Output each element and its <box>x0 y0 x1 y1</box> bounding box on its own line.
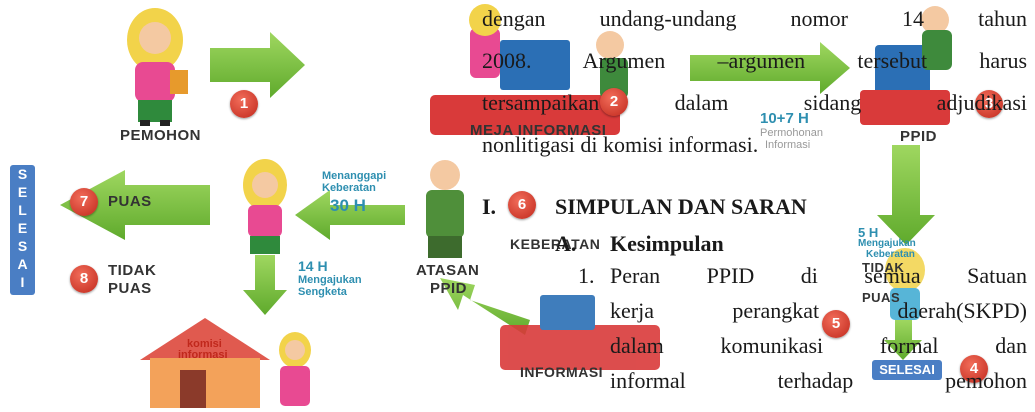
mengajukan-note-1: Mengajukan <box>858 238 916 249</box>
menanggapi-note-2: Keberatan <box>322 182 376 194</box>
selesai-letter: E <box>17 184 28 200</box>
step-badge-4: 4 <box>960 355 988 383</box>
arrow-left-atasan-icon <box>295 190 405 240</box>
item-line-1: Peran PPID di semua Satuan <box>610 263 1027 288</box>
keberatan-label: KEBERATAN <box>510 236 601 252</box>
ppid-figure-icon <box>860 6 952 125</box>
step-badge-7: 7 <box>70 188 98 216</box>
section-heading: SIMPULAN DAN SARAN <box>555 194 807 219</box>
selesai-letter: A <box>17 256 28 272</box>
arrow-down-icon <box>877 145 935 245</box>
doc-line-2: 2008. Argumen –argumen tersebut harus <box>482 48 1027 73</box>
arrow-left-puas-icon <box>60 170 210 240</box>
step-badge-6: 6 <box>508 191 536 219</box>
selesai-letter: S <box>17 238 28 254</box>
mengajukan-note-2: Keberatan <box>866 249 915 260</box>
komisi-sign-1: komisi <box>187 338 222 350</box>
menanggapi-note-1: Menanggapi <box>322 170 387 182</box>
sengketa-note-2: Sengketa <box>298 286 347 298</box>
mengajukan-days: 5 H <box>858 225 879 240</box>
menanggapi-days: 30 H <box>330 196 366 215</box>
pemohon-decision-figure-icon <box>243 159 287 254</box>
sengketa-days: 14 H <box>298 258 328 274</box>
pemohon-right-figure-icon <box>885 248 925 320</box>
item-line-4: informal terhadap pemohon <box>610 368 1027 393</box>
ppid-days: 10+7 H <box>760 110 809 127</box>
selesai-vertical-badge: S E L E S A I <box>10 165 35 295</box>
step-badge-5: 5 <box>822 310 850 338</box>
doc-line-4: nonlitigasi di komisi informasi. <box>482 132 759 157</box>
item-line-3: dalam komunikasi formal dan <box>610 333 1027 358</box>
atasan-label-1: ATASAN <box>416 262 480 279</box>
informasi-desk-figure-icon <box>500 295 660 370</box>
ppid-note-2: Informasi <box>765 139 811 151</box>
atasan-label-2: PPID <box>430 280 468 297</box>
subsection-heading: Kesimpulan <box>610 231 724 256</box>
subsection-number: A. <box>555 231 577 256</box>
komisi-informasi-house-icon <box>140 318 311 408</box>
doc-line-1: dengan undang-undang nomor 14 tahun <box>482 6 1027 31</box>
sengketa-note-1: Mengajukan <box>298 274 362 286</box>
pemohon-figure-icon <box>127 8 188 126</box>
arrow-up-atasan-icon <box>440 278 530 335</box>
informasi-label: INFORMASI <box>520 364 604 380</box>
doc-line-3: tersampaikan dalam sidang adjudikasi <box>482 90 1027 115</box>
selesai-letter: I <box>20 274 25 290</box>
atasan-ppid-figure-icon <box>426 160 464 258</box>
arrow-down-selesai-icon <box>884 320 922 360</box>
ppid-note-1: Permohonan <box>760 127 823 139</box>
arrow-right-2-icon <box>690 42 850 94</box>
step-badge-8: 8 <box>70 265 98 293</box>
arrow-down-komisi-icon <box>243 255 287 315</box>
tidak-puas-small-1: TIDAK <box>862 260 905 275</box>
komisi-sign-2: informasi <box>178 349 228 361</box>
ppid-label: PPID <box>900 128 938 145</box>
meja-informasi-figure-icon <box>430 4 628 135</box>
step-badge-2: 2 <box>600 88 628 116</box>
step-badge-3: 3 <box>975 90 1003 118</box>
section-number: I. <box>482 194 497 219</box>
tidak-puas-small-2: PUAS <box>862 290 901 305</box>
puas-label: PUAS <box>108 193 152 210</box>
tidak-label: TIDAK <box>108 262 157 279</box>
arrow-right-1-icon <box>210 32 305 98</box>
tidak-puas-label: PUAS <box>108 280 152 297</box>
selesai-bottom-badge: SELESAI <box>872 360 942 380</box>
item-line-2: kerja perangkat daerah(SKPD) <box>610 298 1027 323</box>
pemohon-label: PEMOHON <box>120 127 202 144</box>
selesai-letter: S <box>17 166 28 182</box>
meja-informasi-label: MEJA INFORMASI <box>470 122 607 139</box>
selesai-letter: E <box>17 220 28 236</box>
item-number: 1. <box>578 263 595 288</box>
step-badge-1: 1 <box>230 90 258 118</box>
selesai-letter: L <box>18 202 27 218</box>
